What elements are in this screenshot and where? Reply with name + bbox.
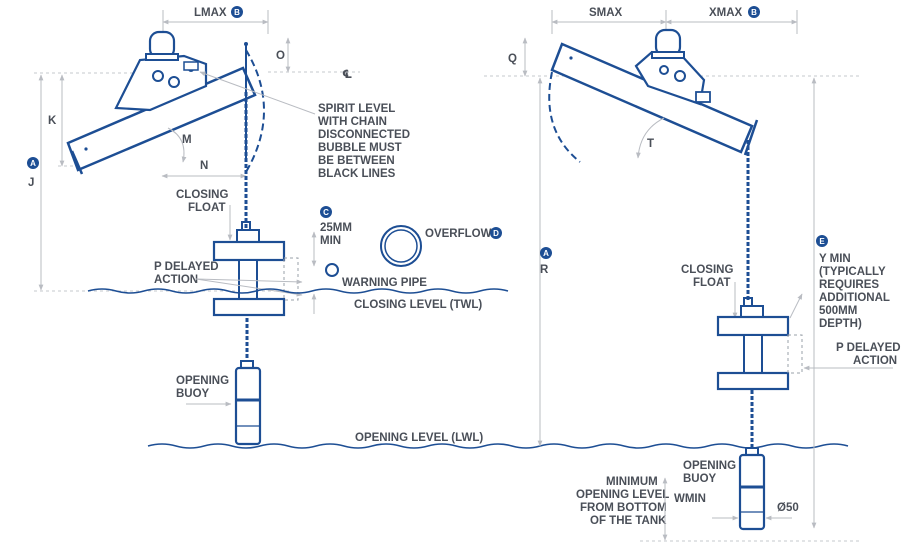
m-label: M <box>182 134 192 146</box>
badge-e: E <box>816 235 828 247</box>
svg-text:B: B <box>234 8 240 17</box>
t-label: T <box>647 138 654 150</box>
opening-water-line <box>147 443 849 449</box>
closing-float-label-left: CLOSING FLOAT <box>176 189 232 214</box>
warning-pipe-icon <box>325 263 339 277</box>
closing-water-line <box>87 288 509 294</box>
min-opening-level-label: MINIMUM OPENING LEVEL FROM BOTTOM OF THE… <box>576 476 672 527</box>
open-side: SMAX XMAX B Q OPEN POSITION T <box>484 6 904 542</box>
m-angle <box>167 127 187 163</box>
wmin-label: WMIN <box>674 493 706 505</box>
svg-text:C: C <box>323 208 329 217</box>
opening-buoy-label-left: OPENING BUOY <box>176 375 232 400</box>
q-label: Q <box>508 53 517 65</box>
p-delayed-action-left: P DELAYED ACTION <box>154 261 222 286</box>
spirit-level-note: SPIRIT LEVEL WITH CHAIN DISCONNECTED BUB… <box>318 103 413 180</box>
closing-float-right <box>716 297 803 391</box>
opening-buoy-label-right: OPENING BUOY <box>683 460 739 485</box>
svg-text:A: A <box>543 249 549 258</box>
badge-a-right: A <box>540 247 552 259</box>
closing-float-label-right: CLOSING FLOAT <box>681 264 737 289</box>
opening-level-label: OPENING LEVEL (LWL) <box>355 432 483 444</box>
k-label: K <box>48 115 57 127</box>
o-label: O <box>276 50 285 62</box>
badge-b-left: B <box>231 6 243 18</box>
badge-c: C <box>320 206 332 218</box>
smax-label: SMAX <box>589 7 623 19</box>
n-label: N <box>200 160 208 172</box>
badge-d: D <box>490 227 502 239</box>
opening-buoy-right <box>738 447 766 531</box>
valve-body-closed: CLOSED POSITION <box>66 30 265 175</box>
badge-a-left: A <box>27 157 39 169</box>
j-label: J <box>28 177 34 189</box>
warning-pipe-label: WARNING PIPE <box>342 277 427 289</box>
closing-float-left <box>212 221 299 317</box>
t-angle <box>635 117 665 159</box>
valve-body-open: OPEN POSITION <box>548 28 759 163</box>
svg-text:A: A <box>30 159 36 168</box>
diameter-50-label: Ø50 <box>777 502 799 514</box>
overflow-label: OVERFLOW <box>425 228 492 240</box>
xmax-label: XMAX <box>709 7 743 19</box>
centerline-label: ℄ <box>342 69 352 81</box>
opening-buoy-left <box>234 360 262 446</box>
p-delayed-action-right: P DELAYED ACTION <box>836 342 904 367</box>
badge-b-right: B <box>748 6 760 18</box>
svg-text:D: D <box>493 229 499 238</box>
closing-level-label: CLOSING LEVEL (TWL) <box>354 299 482 311</box>
svg-text:E: E <box>819 237 825 246</box>
y-min-label: Y MIN (TYPICALLY REQUIRES ADDITIONAL 500… <box>819 253 893 330</box>
closed-side: LMAX B O ℄ K A J <box>27 6 849 449</box>
overflow-pipe <box>380 225 422 267</box>
25mm-min-label: 25MM MIN <box>320 222 355 247</box>
r-label: R <box>540 264 549 276</box>
lmax-label: LMAX <box>194 7 227 19</box>
svg-text:B: B <box>751 8 757 17</box>
